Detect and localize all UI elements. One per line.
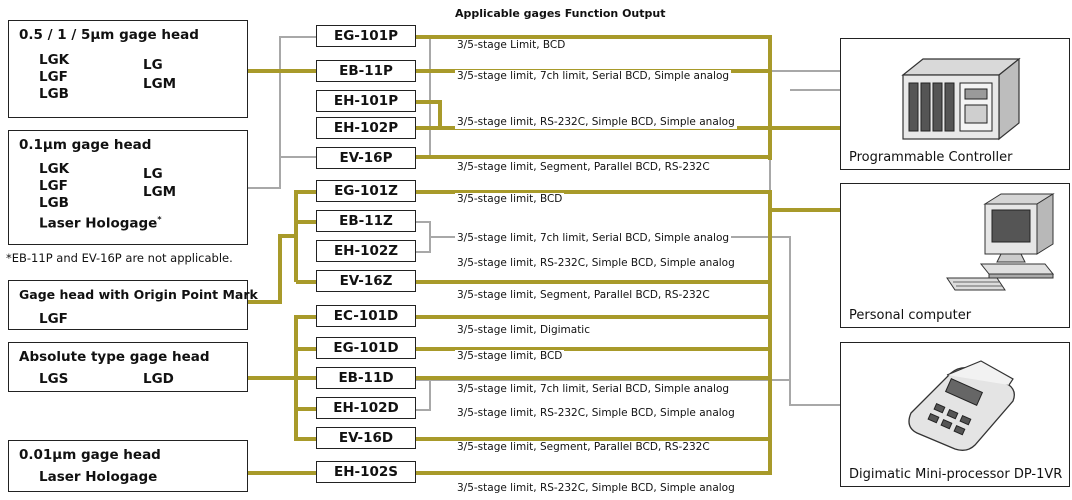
gage-model: Laser Hologage: [39, 471, 157, 485]
gage-model-laser: Laser Hologage*: [39, 216, 162, 231]
device-personal-computer: Personal computer: [840, 183, 1070, 328]
unit-ec-101d: EC-101D: [316, 305, 416, 327]
unit-eh-101p: EH-101P: [316, 90, 416, 112]
gage-model: LG: [143, 168, 163, 182]
footnote: *EB-11P and EV-16P are not applicable.: [6, 251, 233, 265]
function-label-eg-101z: 3/5-stage limit, BCD: [455, 193, 564, 206]
function-label-eg-101d: 3/5-stage limit, BCD: [455, 350, 564, 363]
device-programmable-controller: Programmable Controller: [840, 38, 1070, 170]
gage-group-title: Absolute type gage head: [19, 349, 210, 365]
unit-eb-11d: EB-11D: [316, 367, 416, 389]
gage-model: LGM: [143, 78, 176, 92]
function-label-eh-102s: 3/5-stage limit, RS-232C, Simple BCD, Si…: [455, 482, 737, 495]
gage-group-1: 0.1μm gage head LGK LGF LGB LG LGM Laser…: [8, 130, 248, 245]
device-label: Personal computer: [849, 308, 971, 323]
function-label-eg-101p: 3/5-stage Limit, BCD: [455, 39, 567, 52]
unit-eh-102d: EH-102D: [316, 397, 416, 419]
function-label-eb-11p: 3/5-stage limit, 7ch limit, Serial BCD, …: [455, 70, 731, 83]
gage-model: LGF: [39, 71, 68, 85]
gage-model: LGB: [39, 88, 69, 102]
function-label-eh-102z: 3/5-stage limit, RS-232C, Simple BCD, Si…: [455, 257, 737, 270]
function-label-eh-101p: 3/5-stage limit, RS-232C, Simple BCD, Si…: [455, 116, 737, 129]
device-digimatic-mini-processor: Digimatic Mini-processor DP-1VR: [840, 342, 1070, 487]
gage-model: LG: [143, 59, 163, 73]
unit-eb-11p: EB-11P: [316, 60, 416, 82]
gage-group-title: Gage head with Origin Point Mark: [19, 287, 258, 302]
gage-model: LGK: [39, 163, 69, 177]
gage-model: LGF: [39, 180, 68, 194]
unit-eh-102z: EH-102Z: [316, 240, 416, 262]
header-title: Applicable gages Function Output: [455, 7, 666, 20]
unit-ev-16p: EV-16P: [316, 147, 416, 169]
gage-group-0: 0.5 / 1 / 5μm gage head LGK LGF LGB LG L…: [8, 20, 248, 118]
unit-eg-101p: EG-101P: [316, 25, 416, 47]
gage-group-title: 0.5 / 1 / 5μm gage head: [19, 27, 199, 43]
gage-group-4: 0.01μm gage head Laser Hologage: [8, 440, 248, 492]
gage-group-2: Gage head with Origin Point Mark LGF: [8, 280, 248, 330]
device-label: Programmable Controller: [849, 150, 1012, 165]
function-label-ev-16z: 3/5-stage limit, Segment, Parallel BCD, …: [455, 289, 712, 302]
gage-group-3: Absolute type gage head LGS LGD: [8, 342, 248, 392]
unit-eh-102s: EH-102S: [316, 461, 416, 483]
function-label-ev-16d: 3/5-stage limit, Segment, Parallel BCD, …: [455, 441, 712, 454]
laser-hologage-label: Laser Hologage: [39, 216, 157, 232]
function-label-eh-102d: 3/5-stage limit, RS-232C, Simple BCD, Si…: [455, 407, 737, 420]
unit-eh-102p: EH-102P: [316, 117, 416, 139]
plc-icon: [885, 53, 1025, 145]
gage-model: LGD: [143, 373, 174, 387]
gage-model: LGF: [39, 313, 68, 327]
function-label-eb-11d: 3/5-stage limit, 7ch limit, Serial BCD, …: [455, 383, 731, 396]
function-label-ev-16p: 3/5-stage limit, Segment, Parallel BCD, …: [455, 161, 712, 174]
unit-eg-101z: EG-101Z: [316, 180, 416, 202]
unit-ev-16d: EV-16D: [316, 427, 416, 449]
processor-icon: [891, 353, 1021, 458]
computer-icon: [941, 192, 1065, 300]
gage-model: LGM: [143, 186, 176, 200]
unit-eb-11z: EB-11Z: [316, 210, 416, 232]
device-label: Digimatic Mini-processor DP-1VR: [849, 467, 1062, 482]
function-label-eb-11z: 3/5-stage limit, 7ch limit, Serial BCD, …: [455, 232, 731, 245]
gage-group-title: 0.01μm gage head: [19, 447, 161, 463]
unit-ev-16z: EV-16Z: [316, 270, 416, 292]
function-label-ec-101d: 3/5-stage limit, Digimatic: [455, 324, 592, 337]
unit-eg-101d: EG-101D: [316, 337, 416, 359]
footnote-mark: *: [157, 215, 161, 224]
gage-group-title: 0.1μm gage head: [19, 137, 151, 153]
gage-model: LGK: [39, 54, 69, 68]
gage-model: LGB: [39, 197, 69, 211]
gage-model: LGS: [39, 373, 68, 387]
